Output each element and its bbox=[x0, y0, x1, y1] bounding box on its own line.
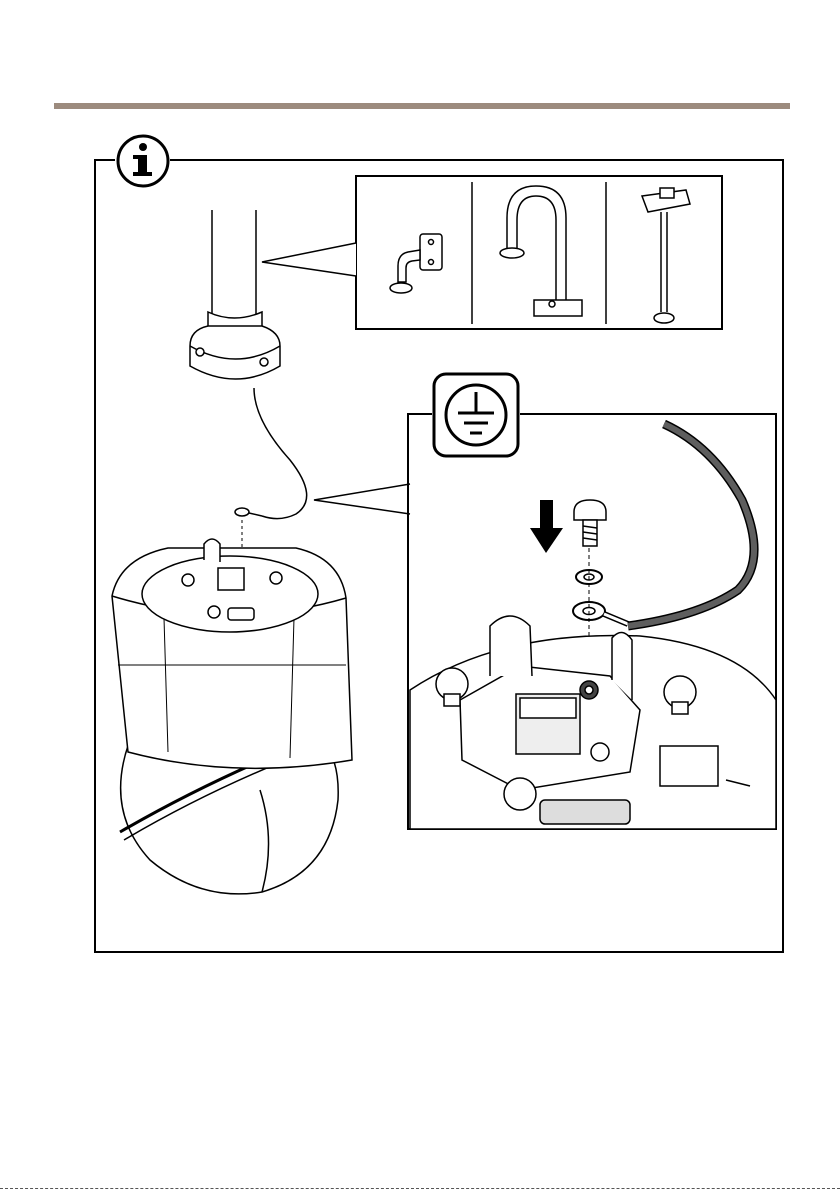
ptz-camera bbox=[112, 539, 352, 894]
ground-cable-detail bbox=[628, 424, 754, 626]
down-arrow-icon bbox=[530, 500, 563, 553]
ground-icon bbox=[434, 374, 518, 456]
ring-terminal bbox=[573, 602, 628, 624]
screw bbox=[574, 500, 606, 546]
page-bottom-edge bbox=[0, 1188, 840, 1189]
ground-cable bbox=[254, 388, 307, 519]
ring-terminal-small bbox=[235, 508, 249, 516]
camera-top-plate-detail bbox=[410, 616, 776, 829]
pendant-pipe bbox=[208, 210, 262, 344]
info-icon bbox=[118, 136, 168, 186]
mount-base bbox=[190, 326, 280, 379]
